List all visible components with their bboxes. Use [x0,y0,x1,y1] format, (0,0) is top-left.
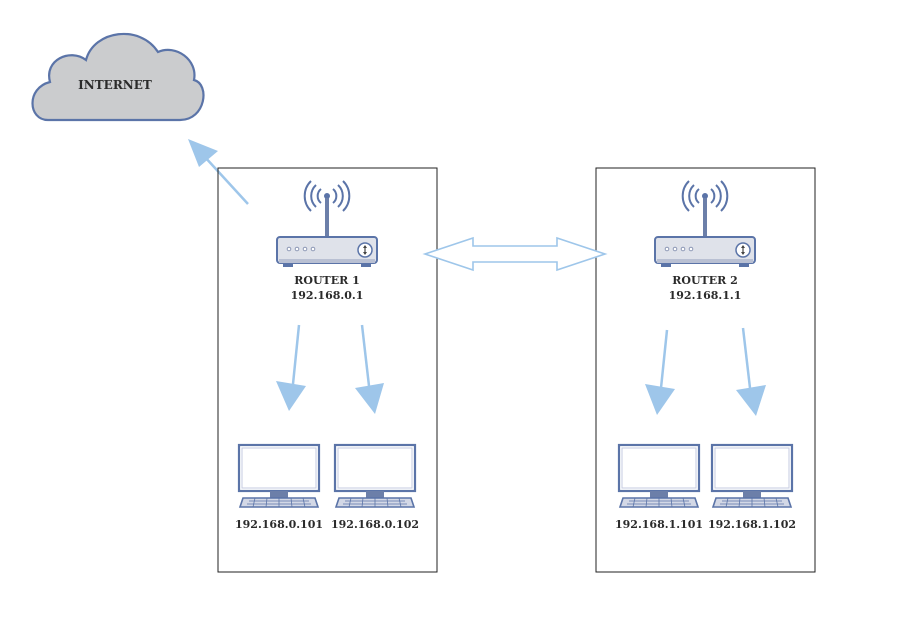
computer-2-2-ip: 192.168.1.102 [708,518,796,531]
router-2 [654,180,756,268]
arrow-to-pc [355,324,384,414]
computer-2-1-ip: 192.168.1.101 [615,518,703,531]
router-link-arrow [422,236,608,272]
computer-2-1 [617,443,701,509]
internet-cloud: INTERNET [31,32,205,122]
uplink-arrow [188,139,249,205]
network-1-frame [217,167,438,573]
router-2-name: ROUTER 2 [672,274,738,287]
computer-1-1 [237,443,321,509]
internet-label: INTERNET [78,78,152,92]
network-2-frame [595,167,816,573]
router-1-name: ROUTER 1 [294,274,360,287]
router-2-ip: 192.168.1.1 [669,289,742,302]
computer-2-2 [710,443,794,509]
arrow-to-pc [276,324,306,411]
network-1: ROUTER 1 192.168.0.1 192.168.0.101 192.1… [235,180,419,531]
computer-1-1-ip: 192.168.0.101 [235,518,323,531]
computer-1-2 [333,443,417,509]
arrow-to-pc [736,327,766,416]
router-1-ip: 192.168.0.1 [291,289,364,302]
computer-1-2-ip: 192.168.0.102 [331,518,419,531]
arrow-to-pc [645,329,675,415]
network-2: ROUTER 2 192.168.1.1 192.168.1.101 192.1… [615,180,796,531]
router-1 [276,180,378,268]
